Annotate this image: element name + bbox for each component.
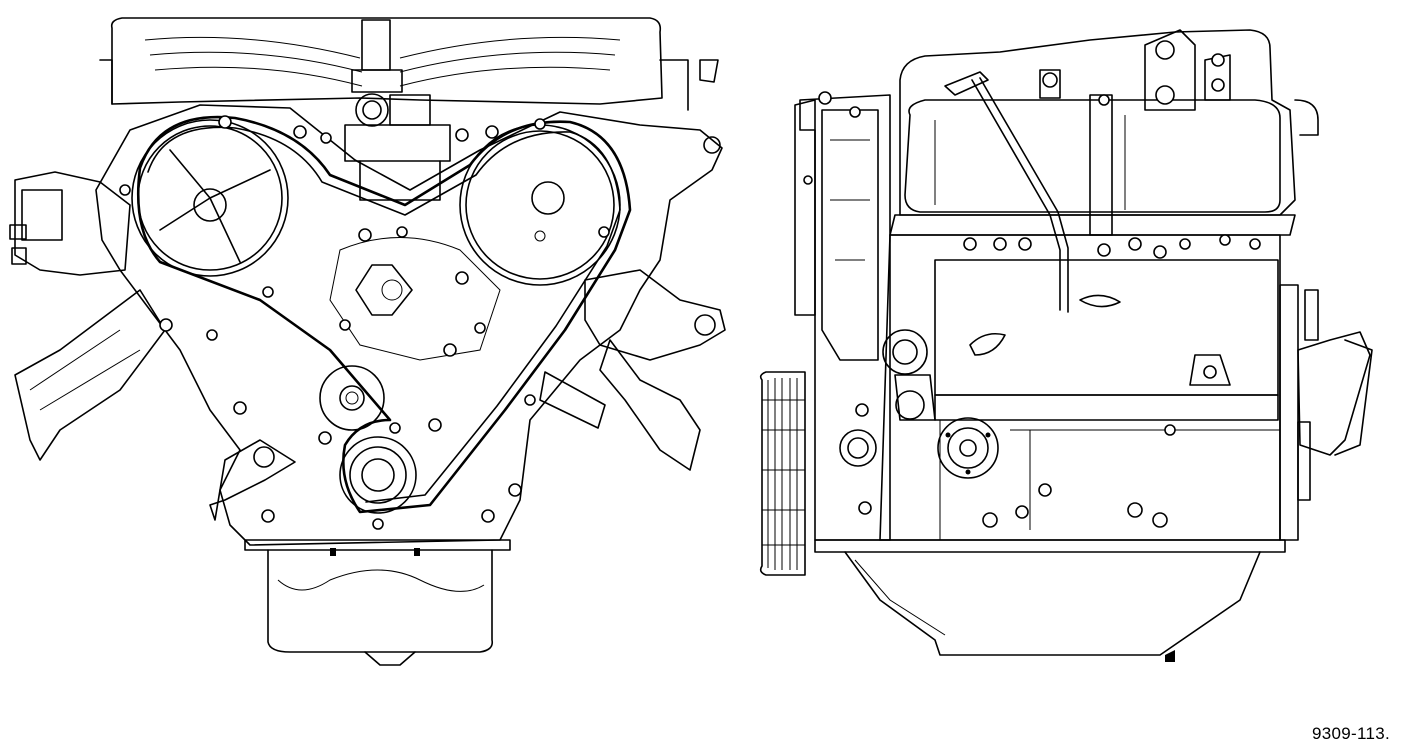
right-bracket	[585, 137, 725, 470]
oil-dipstick	[945, 72, 1068, 312]
crank-pulley	[340, 437, 416, 513]
engine-front-view	[10, 18, 725, 665]
front-bolts	[120, 116, 609, 529]
ignition-coil	[10, 172, 130, 275]
engine-side-view	[761, 30, 1372, 662]
timing-belt	[138, 117, 630, 512]
oil-pan-front	[245, 540, 510, 665]
right-cam-pulley	[460, 125, 620, 285]
rear-end	[1280, 100, 1372, 540]
throttle-body	[345, 94, 450, 200]
oil-pump	[938, 418, 998, 478]
figure-code: 9309-113.	[1311, 724, 1390, 743]
drive-pulley	[761, 372, 805, 575]
belt-tensioner	[320, 265, 412, 430]
water-pump-side	[840, 330, 935, 466]
timing-cover-side	[795, 92, 890, 540]
left-cam-pulley	[132, 120, 288, 276]
engine-block	[880, 215, 1295, 540]
exhaust-manifold-left	[15, 290, 165, 460]
front-cover	[96, 105, 722, 545]
intake-plenum	[100, 18, 718, 110]
water-outlet	[210, 372, 605, 520]
mount-bracket	[1090, 95, 1112, 256]
oil-pan-side	[815, 540, 1285, 662]
valve-cover	[900, 30, 1295, 215]
